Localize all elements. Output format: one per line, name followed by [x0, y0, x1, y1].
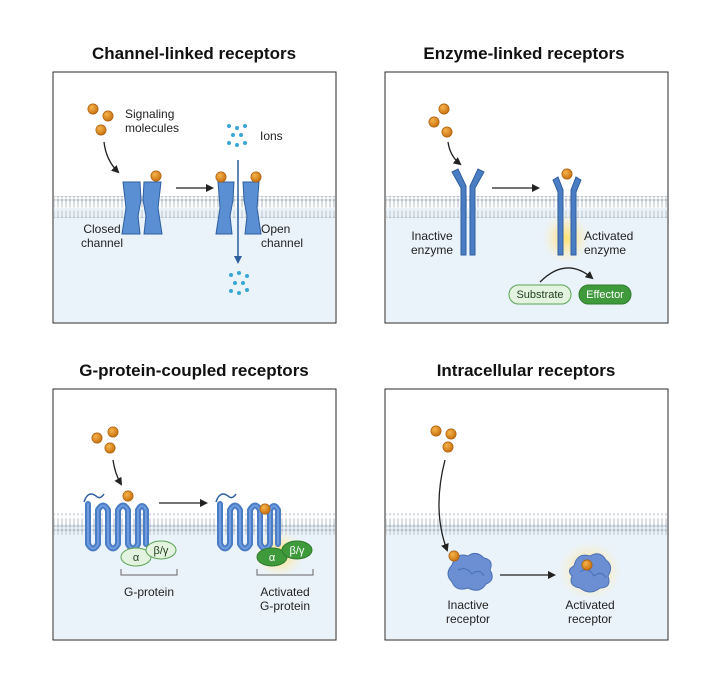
- activated-receptor-label: receptor: [568, 612, 612, 626]
- signaling-label: molecules: [125, 121, 179, 135]
- activated-enzyme-receptor: [552, 176, 582, 256]
- gprotein-bracket: [120, 569, 178, 576]
- panel-title: Intracellular receptors: [437, 361, 616, 380]
- panel-enzyme-linked: Enzyme-linked receptors Inactive enzyme …: [384, 44, 669, 324]
- substrate-pill: Substrate: [508, 284, 572, 305]
- signaling-molecule: [438, 103, 450, 115]
- signaling-molecule: [561, 168, 573, 180]
- effector-pill: Effector: [578, 284, 632, 305]
- activated-gprotein-label: Activated: [260, 585, 309, 599]
- ions: [227, 124, 247, 147]
- panel-channel-linked: Channel-linked receptors Signaling molec…: [52, 44, 337, 324]
- signaling-molecule: [104, 442, 116, 454]
- signaling-molecule: [95, 124, 107, 136]
- open-channel-label: channel: [261, 236, 303, 250]
- signaling-molecule: [259, 503, 271, 515]
- open-channel: [215, 181, 262, 235]
- activated-receptor-label: Activated: [565, 598, 614, 612]
- inactive-receptor-label: receptor: [446, 612, 490, 626]
- gprotein-label: G-protein: [124, 585, 174, 599]
- inactive-enzyme-label: enzyme: [411, 243, 453, 257]
- inactive-receptor-label: Inactive: [447, 598, 489, 612]
- signaling-molecule: [107, 426, 119, 438]
- signaling-molecule: [215, 171, 227, 183]
- arrow: [112, 459, 123, 486]
- panel-title: Enzyme-linked receptors: [423, 44, 624, 63]
- panel-title: G-protein-coupled receptors: [79, 361, 309, 380]
- signaling-molecule: [581, 559, 593, 571]
- betagamma-label: β/γ: [290, 545, 305, 557]
- signaling-molecule: [442, 441, 454, 453]
- signaling-molecule: [430, 425, 442, 437]
- signaling-molecule: [445, 428, 457, 440]
- closed-channel-label: channel: [81, 236, 123, 250]
- betagamma-subunit: [145, 540, 177, 560]
- signaling-molecule: [87, 103, 99, 115]
- svg-text:Effector: Effector: [586, 289, 624, 301]
- arrow: [103, 141, 120, 174]
- panel-gpcr: G-protein-coupled receptors α β/γ G-prot…: [52, 361, 337, 641]
- open-channel-label: Open: [261, 222, 290, 236]
- svg-text:Substrate: Substrate: [516, 289, 563, 301]
- signaling-label: Signaling: [125, 107, 174, 121]
- signaling-molecule: [250, 171, 262, 183]
- betagamma-label: β/γ: [154, 545, 169, 557]
- ions-label: Ions: [260, 129, 283, 143]
- signaling-molecule: [428, 116, 440, 128]
- reaction-arrow: [539, 267, 594, 283]
- activated-gprotein-label: G-protein: [260, 599, 310, 613]
- gpcr-receptor: [83, 493, 149, 552]
- gprotein-bracket: [256, 569, 314, 576]
- activated-enzyme-label: enzyme: [584, 243, 626, 257]
- signaling-molecule: [91, 432, 103, 444]
- ions: [229, 271, 249, 295]
- activated-enzyme-label: Activated: [584, 229, 633, 243]
- inactive-enzyme-receptor: [451, 168, 485, 256]
- closed-channel-label: Closed: [83, 222, 120, 236]
- activated-receptor: [568, 553, 612, 593]
- alpha-label: α: [133, 552, 140, 564]
- inactive-enzyme-label: Inactive: [411, 229, 453, 243]
- signaling-molecule: [448, 550, 460, 562]
- signaling-molecule: [102, 110, 114, 122]
- panel-intracellular: Intracellular receptors Inactive recepto…: [384, 361, 669, 641]
- signaling-molecule: [122, 490, 134, 502]
- activation-glow: [542, 212, 590, 264]
- panel-title: Channel-linked receptors: [92, 44, 296, 63]
- arrow: [438, 459, 449, 552]
- betagamma-subunit-active: [281, 540, 313, 560]
- closed-channel: [121, 181, 163, 235]
- arrow: [447, 141, 462, 166]
- signaling-molecule: [150, 170, 162, 182]
- gpcr-receptor-activated: [215, 493, 281, 552]
- signaling-molecule: [441, 126, 453, 138]
- alpha-label: α: [269, 552, 276, 564]
